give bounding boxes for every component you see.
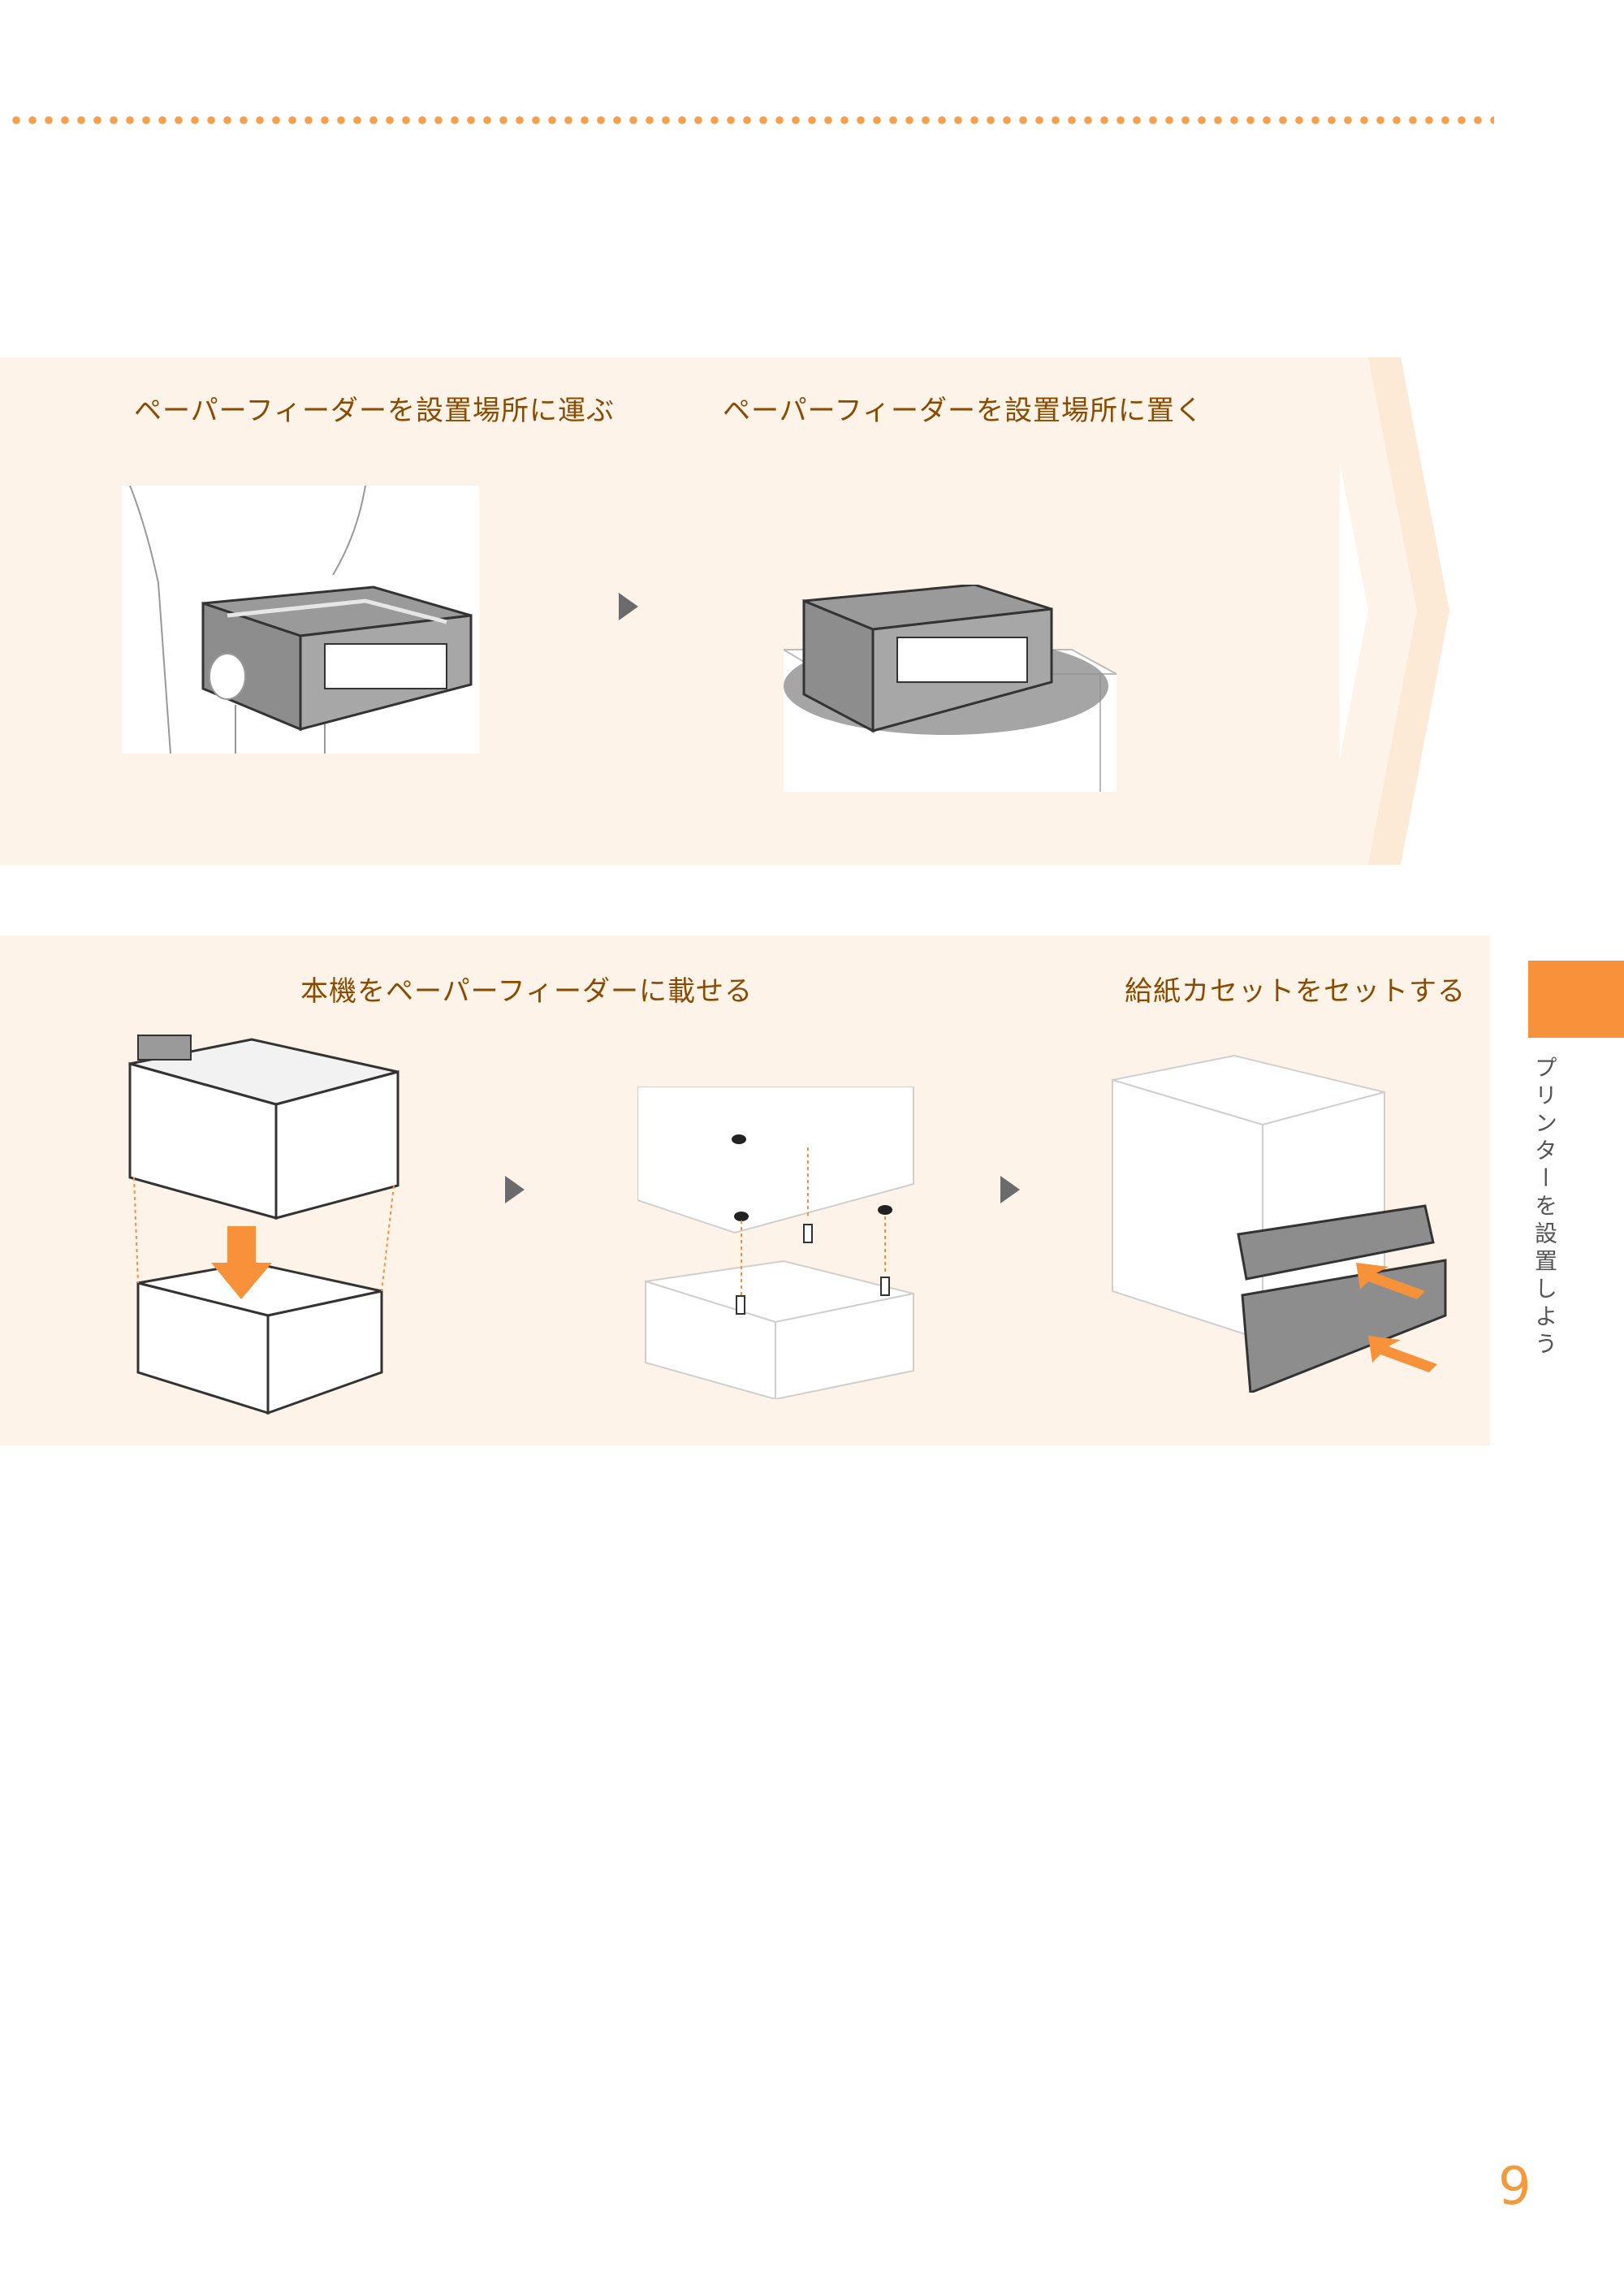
dotted-divider bbox=[8, 116, 1494, 124]
section-tab bbox=[1528, 961, 1624, 1038]
section-tab-label: プリンターを設置しよう bbox=[1531, 1056, 1558, 1359]
place-feeder-illustration bbox=[784, 585, 1117, 792]
step-title-insert-cassettes: 給紙カセットをセットする bbox=[1125, 975, 1466, 1008]
play-arrow-icon bbox=[505, 1176, 525, 1203]
insert-cassettes-illustration bbox=[1112, 1054, 1447, 1393]
play-arrow-icon bbox=[1000, 1176, 1020, 1203]
play-arrow-icon bbox=[619, 593, 638, 620]
step-title-place-feeder: ペーパーフィーダーを設置場所に置く bbox=[723, 395, 1203, 427]
step-title-carry-feeder: ペーパーフィーダーを設置場所に運ぶ bbox=[134, 395, 615, 427]
lower-printer-illustration bbox=[128, 1035, 400, 1415]
step-title-lower-printer: 本機をペーパーフィーダーに載せる bbox=[300, 975, 753, 1008]
page-number: 9 bbox=[1498, 2157, 1531, 2217]
chevron-right-icon bbox=[1320, 357, 1449, 865]
carry-feeder-illustration bbox=[122, 486, 479, 754]
align-pins-illustration bbox=[637, 1087, 914, 1399]
